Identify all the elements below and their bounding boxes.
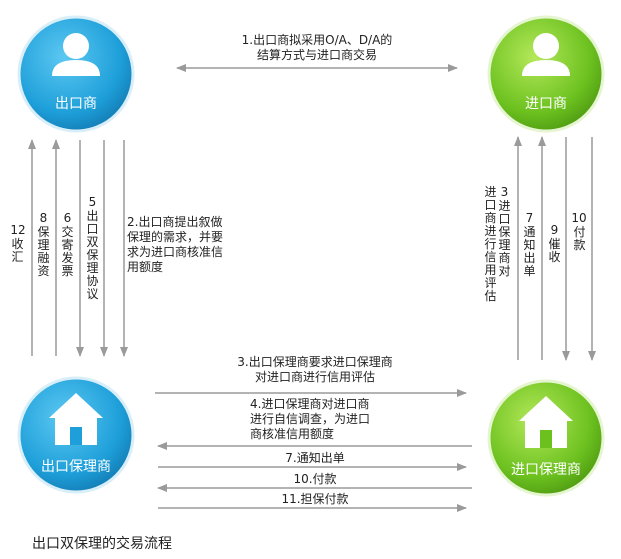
step-11-label: 11.担保付款 <box>281 492 349 506</box>
v12-text: 收汇 <box>11 237 24 264</box>
step-2-line-4: 用额度 <box>127 260 164 274</box>
step-4-line-1: 4.进口保理商对进口商 <box>250 397 370 411</box>
v12-num: 12 <box>10 223 26 237</box>
v6-text: 交寄发票 <box>61 225 74 278</box>
exporter-label: 出口商 <box>55 96 97 112</box>
v7-text: 通知出单 <box>523 225 536 278</box>
step-1-line-2: 结算方式与进口商交易 <box>256 48 377 62</box>
step-2-line-2: 保理的需求，并要 <box>127 230 224 244</box>
v8-num: 8 <box>39 211 48 225</box>
v9-num: 9 <box>550 223 559 237</box>
v10-num: 10 <box>571 211 587 225</box>
step-2-label: 2.出口商提出叙做 保理的需求，并要 求为进口商核准信 用额度 <box>127 215 223 275</box>
person-icon <box>522 33 570 76</box>
person-icon <box>52 33 100 76</box>
step-3-line-1: 3.出口保理商要求进口保理商 <box>237 355 393 369</box>
exporter-node <box>17 15 135 133</box>
step-4-line-3: 商核准信用额度 <box>250 427 335 441</box>
step-1-label: 1.出口商拟采用O/A、D/A的 结算方式与进口商交易 <box>222 33 412 63</box>
v5-text: 出口双保理协议 <box>86 209 99 301</box>
v5-num: 5 <box>88 195 97 209</box>
export-factor-label: 出口保理商 <box>41 459 111 475</box>
v7-num: 7 <box>525 211 534 225</box>
step-1-line-1: 1.出口商拟采用O/A、D/A的 <box>241 33 393 47</box>
v9-text: 催收 <box>548 237 561 264</box>
importer-label: 进口商 <box>525 96 567 112</box>
step-4-label: 4.进口保理商对进口商 进行自信调查，为进口 商核准信用额度 <box>250 397 370 442</box>
v8-text: 保理融资 <box>37 225 50 278</box>
v6-num: 6 <box>63 211 72 225</box>
step-7-label: 7.通知出单 <box>285 451 345 465</box>
v3-num: 3 <box>500 185 509 199</box>
house-icon <box>519 396 573 448</box>
v3-col-2: 进口商进行信用评估 <box>484 185 497 303</box>
step-10-label: 10.付款 <box>293 472 337 486</box>
step-2-line-3: 求为进口商核准信 <box>127 245 224 259</box>
step-2-line-1: 2.出口商提出叙做 <box>127 215 223 229</box>
step-3-label: 3.出口保理商要求进口保理商 对进口商进行信用评估 <box>210 355 420 385</box>
import-factor-label: 进口保理商 <box>511 462 581 478</box>
importer-node <box>487 15 605 133</box>
import-factor-node <box>487 379 605 497</box>
diagram-caption: 出口双保理的交易流程 <box>32 536 172 552</box>
export-factor-node <box>17 376 135 494</box>
step-3-line-2: 对进口商进行信用评估 <box>254 370 375 384</box>
step-4-line-2: 进行自信调查，为进口 <box>250 412 371 426</box>
v3-col-1: 进口保理商对 <box>498 199 511 278</box>
v10-text: 付款 <box>573 225 586 252</box>
house-icon <box>49 393 103 445</box>
